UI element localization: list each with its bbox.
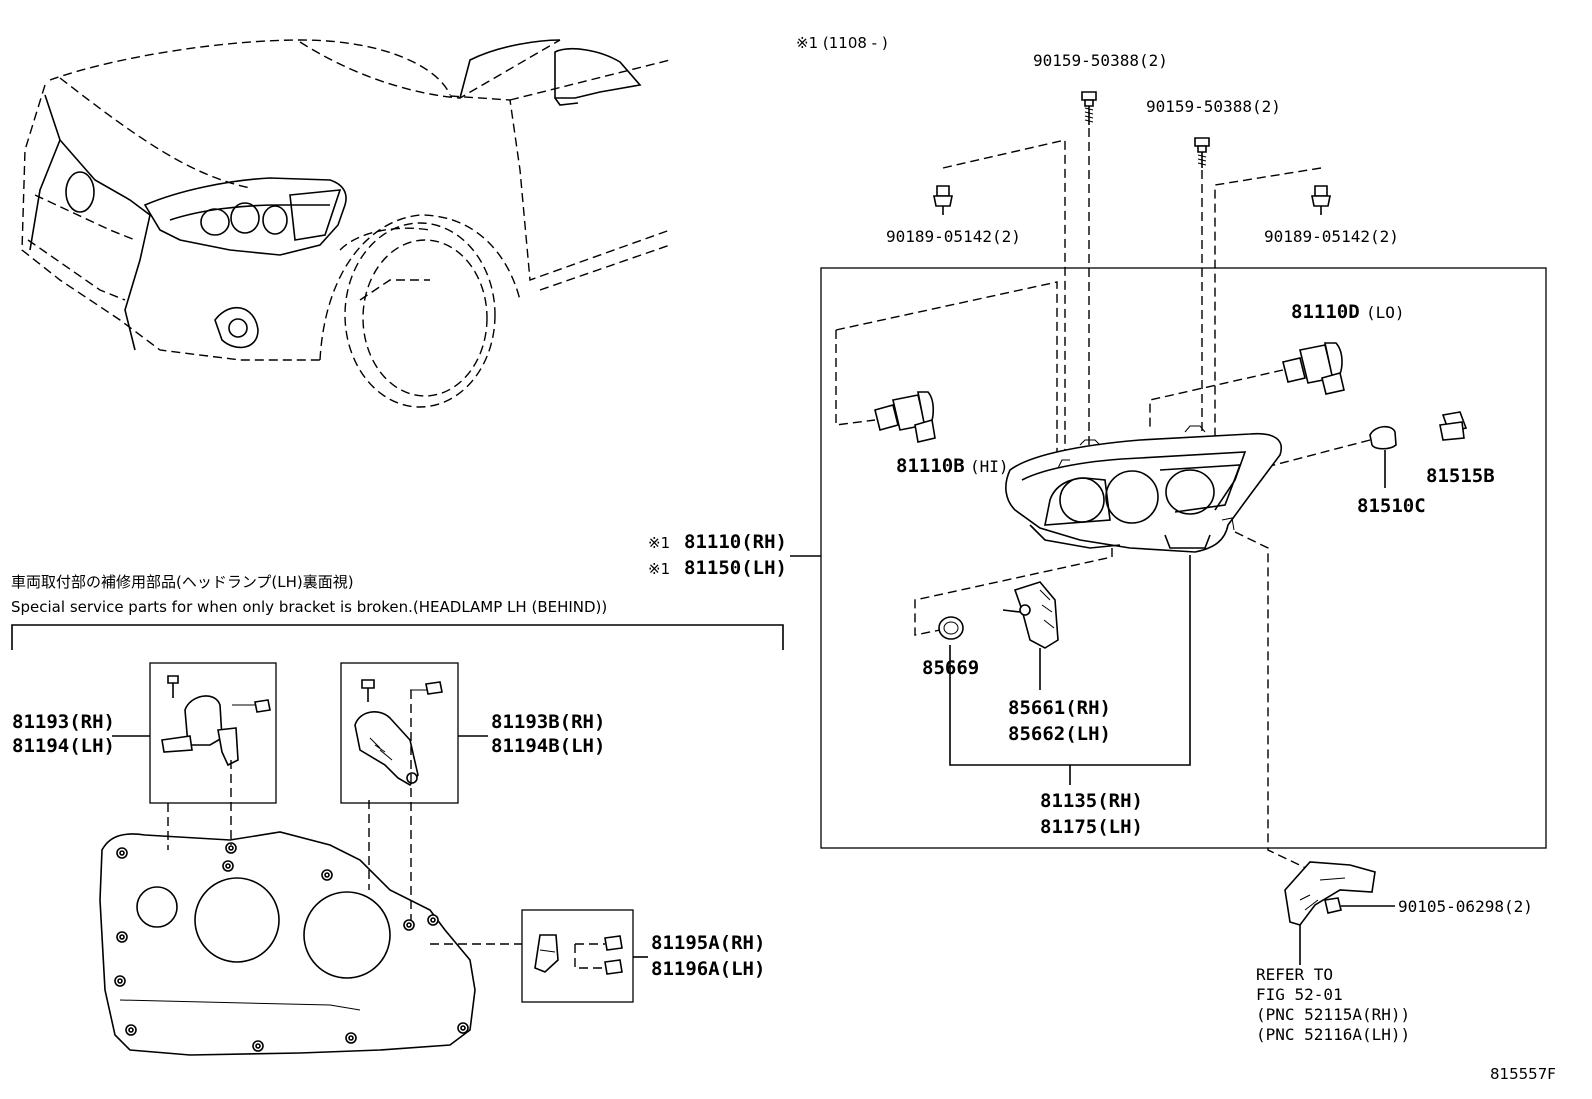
label-81110: 81110(RH)	[684, 531, 787, 553]
label-81515b: 81515B	[1426, 465, 1495, 487]
box-81195a	[521, 909, 634, 1003]
label-90189-right: 90189-05142(2)	[1264, 227, 1399, 246]
label-81135: 81135(RH)	[1040, 790, 1143, 812]
car-front-illustration	[21, 39, 671, 408]
bolt-90159-right-icon	[1194, 137, 1210, 168]
bulb-hi-icon	[874, 391, 936, 443]
socket-81515b-icon	[1439, 411, 1468, 441]
label-81194b: 81194B(LH)	[491, 735, 605, 757]
label-refer-2: FIG 52-01	[1256, 985, 1343, 1004]
bulb-lo-icon	[1282, 342, 1345, 395]
box-81193	[149, 662, 277, 804]
label-90189-left: 90189-05142(2)	[886, 227, 1021, 246]
special-section-bracket	[11, 624, 784, 650]
bracket-81193-icon	[161, 675, 271, 767]
label-81110b-suffix: (HI)	[970, 457, 1009, 476]
label-81150-mark: ※1	[648, 560, 670, 578]
label-81193: 81193(RH)	[12, 711, 115, 733]
label-81110d: 81110D	[1291, 301, 1360, 323]
oring-85669-icon	[938, 616, 964, 640]
label-81175: 81175(LH)	[1040, 816, 1143, 838]
bolt-90159-left-icon	[1081, 91, 1097, 125]
headlamp-housing-icon	[1005, 425, 1282, 553]
screw-90105-icon	[1324, 897, 1395, 914]
special-title-jp: 車両取付部の補修用部品(ヘッドランプ(LH)裏面視)	[11, 573, 354, 591]
label-90105: 90105-06298(2)	[1398, 897, 1533, 916]
label-81150: 81150(LH)	[684, 557, 787, 579]
label-81193b: 81193B(RH)	[491, 711, 605, 733]
label-85661: 85661(RH)	[1008, 697, 1111, 719]
label-81110b: 81110B	[896, 455, 965, 477]
label-refer-3: (PNC 52115A(RH))	[1256, 1005, 1410, 1024]
bulb-81510c-icon	[1369, 425, 1397, 450]
label-90159-right: 90159-50388(2)	[1146, 97, 1281, 116]
label-81195a: 81195A(RH)	[651, 932, 765, 954]
label-81110d-suffix: (LO)	[1366, 303, 1405, 322]
special-title-en: Special service parts for when only brac…	[11, 598, 607, 616]
label-refer-1: REFER TO	[1256, 965, 1333, 984]
bracket-81193b-icon	[354, 679, 443, 787]
nut-90189-left-icon	[933, 185, 953, 215]
label-81510c: 81510C	[1357, 495, 1426, 517]
assembly-frame	[820, 267, 1547, 849]
label-refer-4: (PNC 52116A(LH))	[1256, 1025, 1410, 1044]
headlamp-back-panel-icon	[99, 831, 476, 1056]
figure-id: 815557F	[1490, 1065, 1556, 1083]
bracket-81195a-icon	[534, 934, 623, 975]
label-81196a: 81196A(LH)	[651, 958, 765, 980]
revision-note: ※1 (1108 - )	[796, 34, 888, 52]
label-90159-left: 90159-50388(2)	[1033, 51, 1168, 70]
mounting-bracket-icon	[1284, 861, 1376, 926]
box-81193b	[340, 662, 459, 804]
actuator-85661-icon	[1002, 581, 1059, 649]
nut-90189-right-icon	[1311, 185, 1331, 215]
label-81194: 81194(LH)	[12, 735, 115, 757]
label-85662: 85662(LH)	[1008, 723, 1111, 745]
label-81110-mark: ※1	[648, 534, 670, 552]
